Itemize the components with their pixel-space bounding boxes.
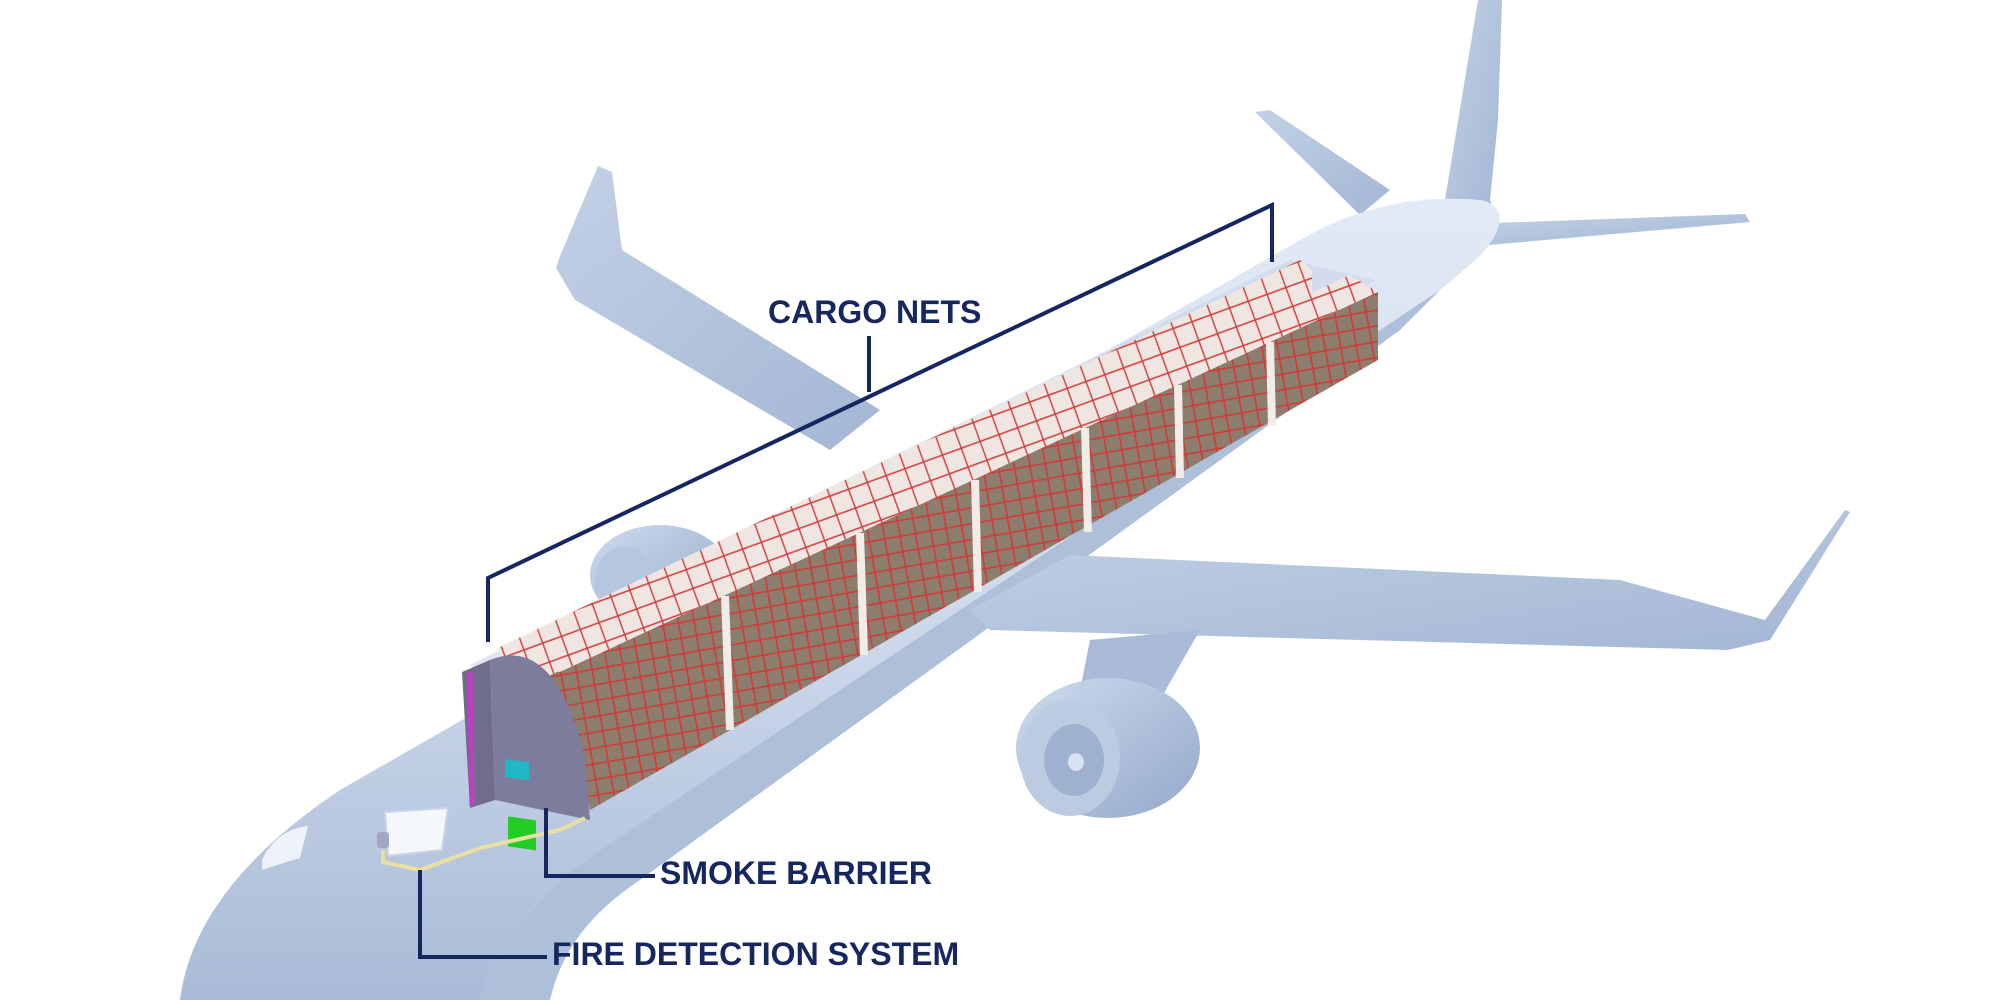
cargo-row-front-side	[560, 292, 1378, 810]
far-wing	[556, 166, 880, 450]
fire-detection-wire	[381, 816, 586, 873]
callout-lines	[418, 201, 1274, 959]
near-engine-spinner	[1068, 753, 1084, 771]
smoke-barrier-panel	[462, 655, 590, 851]
fuselage-shadow	[480, 290, 1440, 1000]
fire-detection-leader	[418, 870, 547, 959]
near-wing	[970, 510, 1850, 650]
cargo-nets-label: CARGO NETS	[768, 294, 982, 330]
cockpit-window-right	[383, 806, 450, 858]
cockpit-window-left	[262, 826, 308, 870]
fire-detector-icon	[377, 832, 389, 848]
cargo-nets-bracket	[486, 201, 1274, 642]
barrier-indicator-cyan	[505, 758, 529, 781]
smoke-barrier-label: SMOKE BARRIER	[660, 855, 933, 891]
cargo-row-front-top	[505, 275, 1378, 672]
left-stabilizer	[1255, 110, 1390, 215]
fire-detection-label: FIRE DETECTION SYSTEM	[552, 936, 960, 972]
smoke-barrier-leader	[544, 808, 655, 878]
vertical-tail	[1440, 0, 1502, 230]
barrier-indicator-green	[508, 816, 536, 851]
right-stabilizer	[1440, 214, 1750, 248]
cargo-pallet-dividers	[721, 341, 1276, 731]
